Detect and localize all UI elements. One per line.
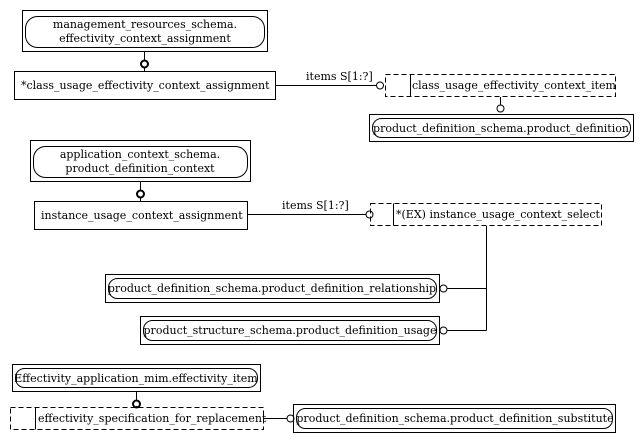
entity-app-context-product-definition-context — [30, 140, 251, 182]
label-eff-spec-replacement: effectivity_specification_for_replacemen… — [38, 412, 267, 425]
label-pd-relationship: product_definition_schema.product_defini… — [108, 282, 436, 295]
label-mr-line2: effectivity_context_assignment — [59, 32, 231, 45]
select-instance-usage-context — [370, 203, 602, 226]
label-pd-product-definition: product_definition_schema.product_defini… — [373, 122, 629, 135]
label-pd-substitute: product_definition_schema.product_defini… — [296, 412, 613, 425]
label-eff-item: Effectivity_application_mim.effectivity_… — [14, 372, 258, 385]
entity-eff-spec-for-replacement — [10, 407, 264, 430]
label-app-context-line2: product_definition_context — [65, 162, 215, 175]
subtype-circle-1 — [140, 59, 149, 69]
label-class-usage-assignment: *class_usage_effectivity_context_assignm… — [21, 79, 270, 92]
entity-mr-effectivity-context-assignment — [22, 10, 268, 52]
entity-ps-product-definition-usage — [140, 316, 440, 345]
label-instance-usage-assignment: instance_usage_context_assignment — [41, 209, 243, 222]
label-ps-usage: product_structure_schema.product_definit… — [144, 324, 437, 337]
entity-pd-product-definition — [369, 114, 634, 142]
label-instance-usage-select: *(EX) instance_usage_context_select — [396, 208, 601, 221]
entity-instance-usage-assignment — [34, 201, 248, 230]
label-class-usage-item: class_usage_effectivity_context_item — [412, 79, 617, 92]
entity-effectivity-item — [12, 364, 261, 392]
entity-pd-substitute — [293, 404, 616, 433]
label-mr-line1: management_resources_schema. — [53, 18, 237, 31]
label-items-2: items S[1:?] — [282, 199, 349, 212]
entity-class-usage-assignment — [14, 71, 276, 100]
entity-pd-relationship — [105, 274, 440, 303]
label-items-1: items S[1:?] — [306, 70, 373, 83]
subtype-circle-2 — [136, 189, 145, 199]
label-app-context-line1: application_context_schema. — [60, 148, 220, 161]
select-class-usage-item — [385, 74, 616, 97]
